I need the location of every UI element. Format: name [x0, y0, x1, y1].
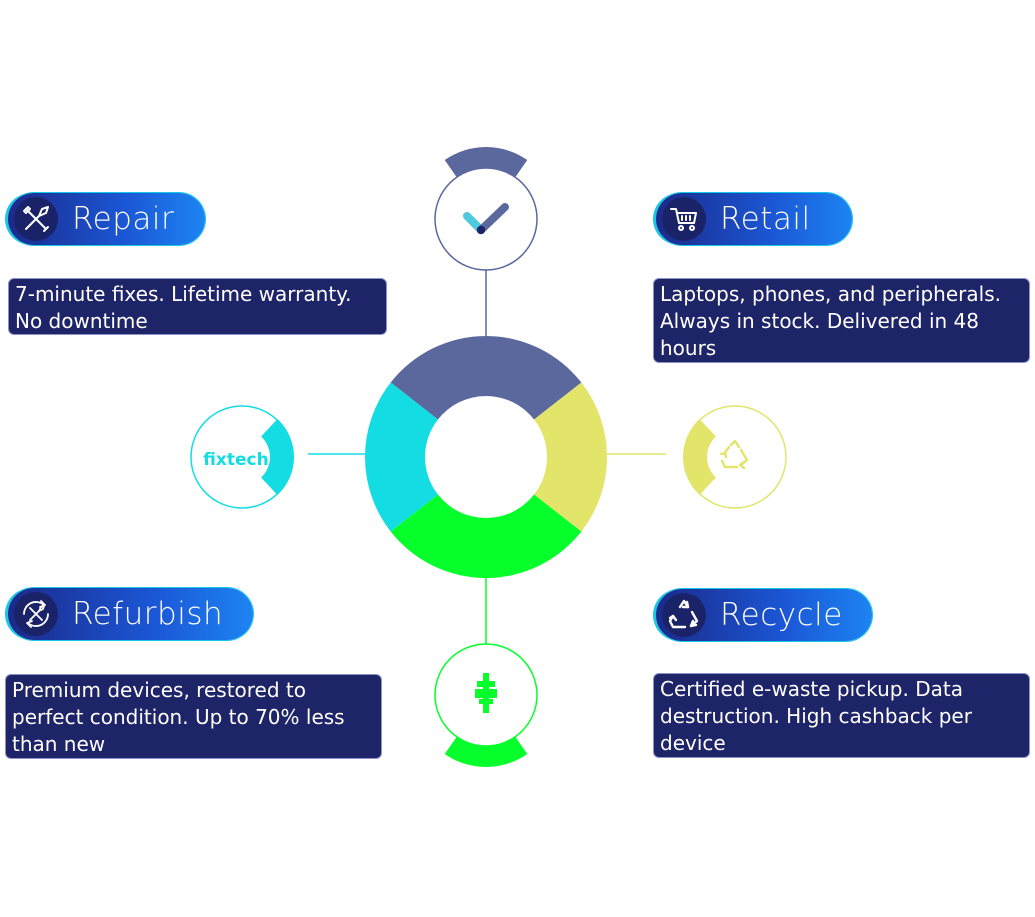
repair-tools-icon: [14, 197, 58, 241]
node-right: [683, 405, 787, 509]
node-left-arc: [261, 418, 294, 496]
service-pill-retail[interactable]: Retail: [656, 193, 852, 245]
service-pill-refurbish[interactable]: Refurbish: [8, 588, 253, 640]
recycle-icon: [662, 593, 706, 637]
service-title-recycle: Recycle: [720, 597, 843, 633]
service-description-refurbish: Premium devices, restored to perfect con…: [5, 674, 382, 759]
checkmark-icon: [463, 203, 509, 235]
donut-segment-bottom: [390, 494, 582, 578]
donut-segment-left: [364, 382, 438, 532]
recycle-small-icon: [719, 439, 749, 470]
node-left: fixtech: [190, 405, 294, 509]
node-bottom: [434, 643, 538, 767]
plug-icon: [475, 673, 497, 713]
service-description-retail: Laptops, phones, and peripherals. Always…: [653, 278, 1030, 363]
donut-segment-top: [390, 335, 582, 420]
service-description-repair: 7-minute fixes. Lifetime warranty. No do…: [8, 278, 387, 335]
service-pill-repair[interactable]: Repair: [8, 193, 205, 245]
service-title-repair: Repair: [72, 201, 175, 237]
node-right-arc: [683, 418, 716, 496]
service-title-retail: Retail: [720, 201, 811, 237]
shopping-cart-icon: [662, 197, 706, 241]
service-pill-recycle[interactable]: Recycle: [656, 589, 872, 641]
service-description-recycle: Certified e-waste pickup. Data destructi…: [653, 673, 1030, 758]
node-bottom-arc: [444, 736, 528, 767]
node-top: [434, 147, 538, 271]
node-top-arc: [444, 147, 528, 178]
center-donut: [364, 335, 607, 578]
fixtech-logo: fixtech: [203, 450, 268, 470]
refurbish-cycle-icon: [14, 592, 58, 636]
service-title-refurbish: Refurbish: [72, 596, 224, 632]
donut-segment-right: [534, 382, 607, 532]
